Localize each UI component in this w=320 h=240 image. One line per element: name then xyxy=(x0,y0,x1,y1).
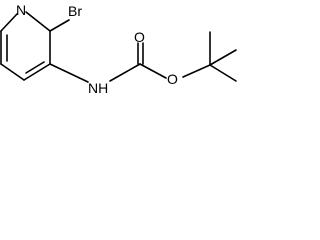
molecule-structure-drawing: N Br NH O O xyxy=(0,2,237,96)
amide-nitrogen-label: NH xyxy=(88,80,108,96)
bond-ring-c3-c4-outer xyxy=(23,63,51,81)
bond-tert-c-methyl-bottom xyxy=(209,64,237,82)
bond-c3-nh xyxy=(49,63,89,83)
bond-c2-br xyxy=(49,19,70,32)
bond-ether-o-tert-c xyxy=(182,64,211,78)
bond-ring-c3-c4-inner xyxy=(25,61,45,74)
bond-ring-n-c2 xyxy=(25,11,51,32)
ether-oxygen-label: O xyxy=(167,71,178,87)
bond-ring-c4-c5 xyxy=(0,63,25,81)
bond-tert-c-methyl-right xyxy=(209,49,237,66)
bromine-label: Br xyxy=(68,3,82,19)
pyridine-ring xyxy=(0,11,51,81)
bond-carbonyl-c-ether-o xyxy=(139,63,167,79)
bond-nh-carbonyl-c xyxy=(109,63,141,82)
molecule-structure-canvas: N Br NH O O xyxy=(0,0,250,108)
carbonyl-oxygen-label: O xyxy=(134,29,145,45)
substituent-bonds xyxy=(49,19,237,83)
bond-ring-c6-n xyxy=(0,13,18,32)
ring-nitrogen-label: N xyxy=(16,2,26,18)
